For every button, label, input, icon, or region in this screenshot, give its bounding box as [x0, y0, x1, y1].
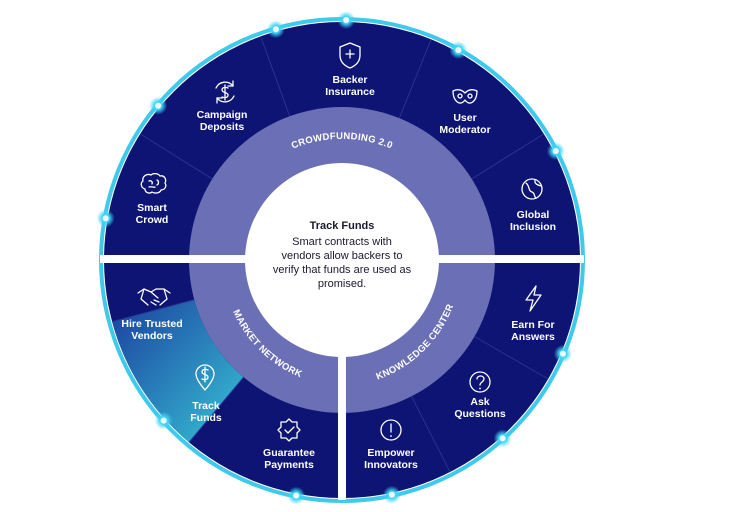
segment-label: Innovators [364, 459, 418, 471]
segment-label: Smart [137, 202, 167, 214]
edge-dot [343, 17, 350, 24]
segment-divider [111, 299, 195, 323]
edge-dot [160, 417, 167, 424]
center-circle [245, 163, 439, 357]
edge-dots [96, 11, 572, 505]
edge-dot [455, 47, 462, 54]
segment-divider [139, 133, 213, 180]
mask-icon [452, 89, 478, 104]
edge-dot [293, 492, 300, 499]
dollar-cycle-icon [215, 80, 235, 104]
segment-label: Track [192, 400, 220, 412]
exclamation-icon [380, 419, 402, 441]
center-description-line: Smart contracts with [292, 236, 392, 248]
segment-divider [474, 336, 549, 380]
segment-label: Ask [470, 396, 489, 408]
segment-track-funds[interactable]: Track Funds [190, 364, 222, 424]
segment-backer-insurance[interactable]: Backer Insurance [325, 42, 375, 98]
segment-label: Deposits [200, 121, 245, 133]
shield-icon [339, 42, 361, 69]
segment-label: Crowd [136, 214, 169, 226]
segment-guarantee-payments[interactable]: Guarantee Payments [263, 418, 315, 471]
segment-campaign-deposits[interactable]: Campaign Deposits [197, 80, 248, 133]
question-icon [469, 371, 491, 393]
segment-divider [260, 36, 291, 117]
edge-dot [552, 148, 559, 155]
center-description-line: promised. [318, 278, 366, 290]
center-description-line: vendors allow backers to [281, 250, 402, 262]
center-description-line: verify that funds are used as [273, 264, 412, 276]
segment-label: Insurance [325, 86, 375, 98]
map-pin-dollar-icon [195, 364, 215, 391]
segment-label: Earn For [511, 319, 554, 331]
segment-label: Guarantee [263, 447, 315, 459]
segment-global-inclusion[interactable]: Global Inclusion [510, 178, 556, 233]
segment-divider [471, 133, 545, 180]
segment-divider [398, 39, 432, 119]
edge-dot [155, 102, 162, 109]
segment-label: Inclusion [510, 221, 556, 233]
segment-label: User [453, 112, 476, 124]
segment-label: Payments [264, 459, 314, 471]
segment-earn-for-answers[interactable]: Earn For Answers [511, 285, 555, 343]
segment-hire-trusted-vendors[interactable]: Hire Trusted Vendors [121, 288, 183, 342]
center-title: Track Funds [310, 220, 375, 232]
segment-label: Empower [367, 447, 414, 459]
segment-label: Campaign [197, 109, 248, 121]
segment-divider [188, 376, 245, 443]
segment-label: Moderator [439, 124, 490, 136]
edge-dot [499, 435, 506, 442]
active-segment-wedge [112, 299, 244, 443]
segment-ask-questions[interactable]: Ask Questions [454, 371, 506, 420]
segment-label: Funds [190, 412, 222, 424]
globe-icon [521, 178, 543, 200]
segment-label: Backer [332, 74, 367, 86]
segment-user-moderator[interactable]: User Moderator [439, 89, 491, 136]
segment-wedges [112, 299, 244, 443]
edge-dot [102, 215, 109, 222]
segment-label: Vendors [131, 330, 173, 342]
edge-dot [559, 350, 566, 357]
handshake-icon [137, 288, 171, 306]
brain-icon [140, 172, 167, 194]
badge-check-icon [277, 418, 301, 442]
segment-divider [411, 396, 451, 473]
segment-label: Global [517, 209, 550, 221]
segment-smart-crowd[interactable]: Smart Crowd [136, 172, 169, 226]
lightning-icon [525, 285, 542, 312]
segment-label: Hire Trusted [121, 318, 182, 330]
segment-label: Questions [454, 408, 506, 420]
segment-label: Answers [511, 331, 555, 343]
segment-empower-innovators[interactable]: Empower Innovators [364, 419, 418, 471]
segment-dividers [111, 36, 549, 473]
edge-dot [388, 491, 395, 498]
edge-dot [272, 26, 279, 33]
